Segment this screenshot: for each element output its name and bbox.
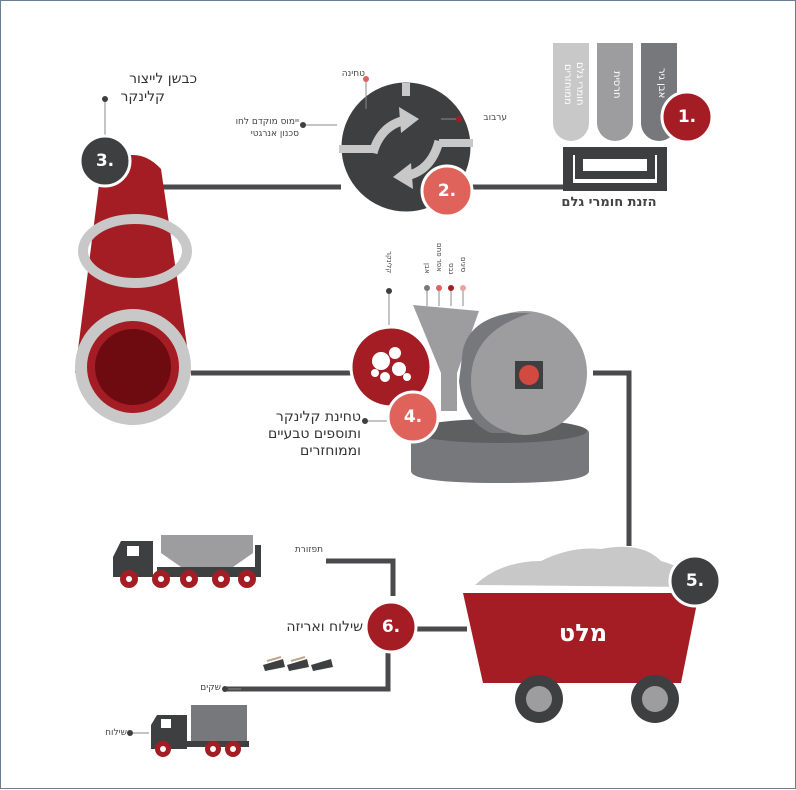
kiln-title-line2: קלינקר <box>120 89 165 105</box>
mixing-label: ערבוב <box>483 113 507 123</box>
step-3-number: 3. <box>95 151 115 171</box>
additive-slag-label: סיגים <box>459 257 467 273</box>
additive-stone-label: אבן <box>423 263 431 274</box>
raw-feed-label: הזנת חומרי גלם <box>561 195 657 210</box>
additive-flyash-label: אפר פחם <box>435 243 443 272</box>
dispatch-label: שילוח ואריזה <box>286 619 363 635</box>
step-2-number: 2. <box>437 181 457 201</box>
step-1-circle <box>660 90 714 144</box>
clinker-vertical-label: קלינקר <box>385 251 393 274</box>
step-5-circle <box>668 554 722 608</box>
silos-group <box>553 43 677 191</box>
indicator-dots <box>102 76 466 736</box>
cement-label: מלט <box>558 619 608 647</box>
step-circles <box>78 90 722 654</box>
grinding-label: טחינה <box>341 69 365 79</box>
step-6-circle <box>364 600 418 654</box>
silo-recycled <box>553 43 589 119</box>
shipping-label: שילוח <box>105 728 127 738</box>
cement-bags <box>263 656 333 671</box>
bags-label: שקים <box>200 683 221 693</box>
step-6-number: 6. <box>381 617 401 637</box>
fuel-label-line2: סכנון אנרגטי <box>250 129 299 139</box>
kiln-title-line1: כבשן לייצור <box>129 71 197 87</box>
step-4-number: 4. <box>403 407 423 427</box>
silo-recycled-label: חומרי גלם ממוחזרים <box>562 62 585 106</box>
step-3-circle <box>78 134 132 188</box>
silo-clay <box>597 43 633 119</box>
mill-label-line2: ותוספים טבעיים <box>267 426 361 442</box>
kiln <box>75 155 192 425</box>
step-2-circle <box>420 164 474 218</box>
mill-label-line1: טחינת קלינקר <box>275 409 361 425</box>
fuel-label-line1: יימוס מוקדם לחו <box>235 117 299 127</box>
step-4-circle <box>386 390 440 444</box>
mill-label-line3: וממוחזרים <box>300 443 361 459</box>
step-5-number: 5. <box>685 571 705 591</box>
silo-limestone-label: אבן גיר <box>656 67 667 99</box>
additive-gypsum-label: גבס <box>447 263 455 275</box>
bulk-truck <box>113 535 261 588</box>
cement-mill <box>349 305 589 483</box>
bulk-label: תפזורת <box>294 545 323 555</box>
step-1-number: 1. <box>677 107 697 127</box>
silo-clay-label: חרסית <box>611 71 622 99</box>
cement-wagon <box>463 546 699 723</box>
shipping-truck <box>151 705 249 757</box>
